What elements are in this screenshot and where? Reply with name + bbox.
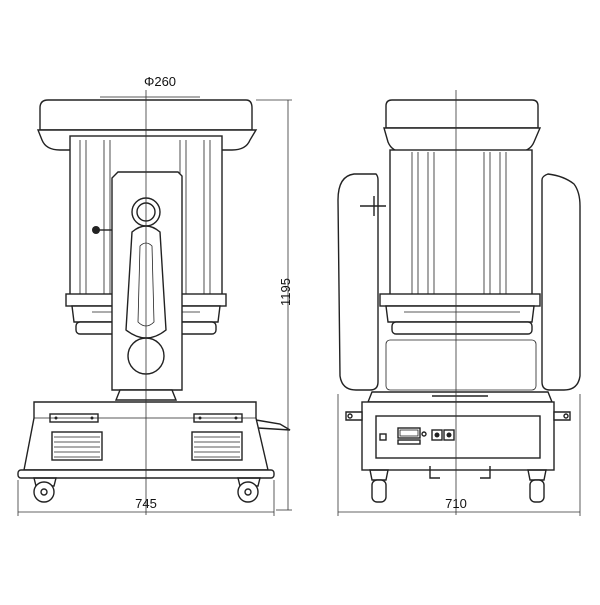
dimension-front-width: 745 xyxy=(17,480,275,516)
side-width-label: 710 xyxy=(445,496,467,511)
side-handle-left xyxy=(345,411,363,421)
front-vent-right xyxy=(191,431,243,461)
dimension-lens-diameter: Φ260 xyxy=(144,74,176,89)
side-yoke-right xyxy=(541,173,581,391)
side-base xyxy=(345,391,571,479)
front-vent-left xyxy=(51,431,103,461)
dimension-side-width: 710 xyxy=(337,394,581,516)
side-wheel-right xyxy=(527,469,547,503)
front-yoke-arm xyxy=(111,171,183,391)
lens-diameter-label: Φ260 xyxy=(144,74,176,89)
front-view xyxy=(17,90,291,515)
dimension-height: 1195 xyxy=(256,99,293,511)
front-base xyxy=(17,389,291,479)
side-yoke-left xyxy=(337,173,386,391)
height-label: 1195 xyxy=(278,278,293,306)
side-head-cap xyxy=(383,99,542,153)
side-view xyxy=(337,90,581,515)
side-handle-right xyxy=(553,411,571,421)
side-control-panel xyxy=(379,427,455,445)
front-wheel-right xyxy=(237,477,261,503)
side-wheel-left xyxy=(369,469,389,503)
side-head-body xyxy=(379,149,541,391)
front-width-label: 745 xyxy=(135,496,157,511)
front-wheel-left xyxy=(33,477,57,503)
front-tilt-knob xyxy=(92,226,112,234)
